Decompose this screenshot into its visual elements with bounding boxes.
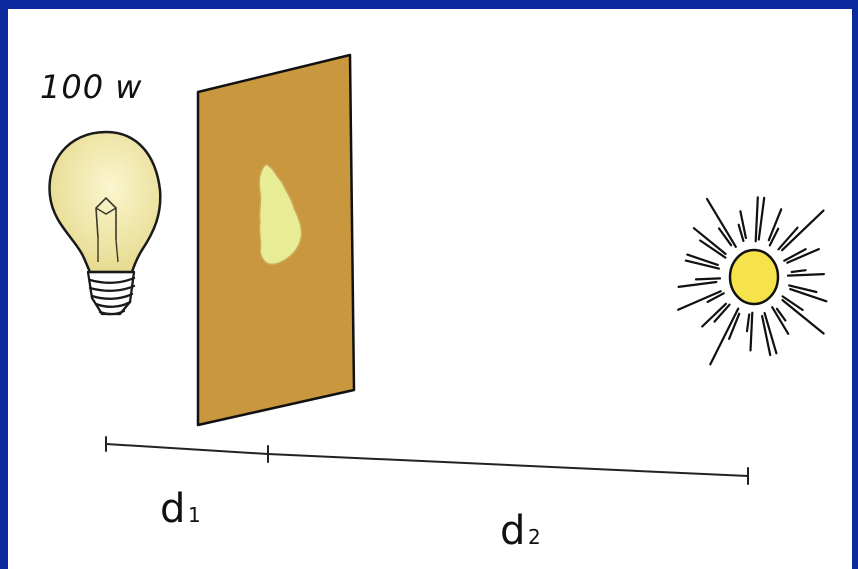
sun-ray	[707, 199, 736, 247]
sun-ray	[759, 198, 764, 240]
svg-text:1: 1	[188, 503, 201, 527]
sun-ray	[710, 309, 738, 365]
diagram-canvas: 100 w	[8, 9, 852, 569]
sun-icon	[678, 197, 826, 364]
distance-label-d2: d 2	[500, 508, 541, 554]
sun-ray	[756, 197, 758, 241]
paper-screen	[198, 55, 354, 425]
svg-text:2: 2	[528, 525, 541, 549]
sun-ray	[747, 315, 749, 332]
distance-axis	[106, 437, 748, 484]
sun-ray	[696, 278, 720, 279]
distance-label-d1: d 1	[160, 486, 201, 532]
sun-ray	[687, 255, 718, 265]
sun-ray	[792, 270, 806, 272]
sun-ray	[678, 291, 721, 309]
svg-text:d: d	[500, 508, 525, 554]
distance-line	[106, 444, 748, 476]
sun-ray	[679, 282, 717, 287]
sun-ray	[782, 211, 823, 251]
svg-text:d: d	[160, 486, 185, 532]
sun-ray	[783, 300, 824, 333]
sun-ray	[751, 313, 753, 351]
light-bulb-icon	[50, 132, 161, 314]
lamp-power-label: 100 w	[40, 68, 142, 106]
sun-ray	[702, 304, 726, 327]
sun-ray	[788, 274, 824, 276]
photometer-diagram: 100 w	[8, 9, 852, 569]
